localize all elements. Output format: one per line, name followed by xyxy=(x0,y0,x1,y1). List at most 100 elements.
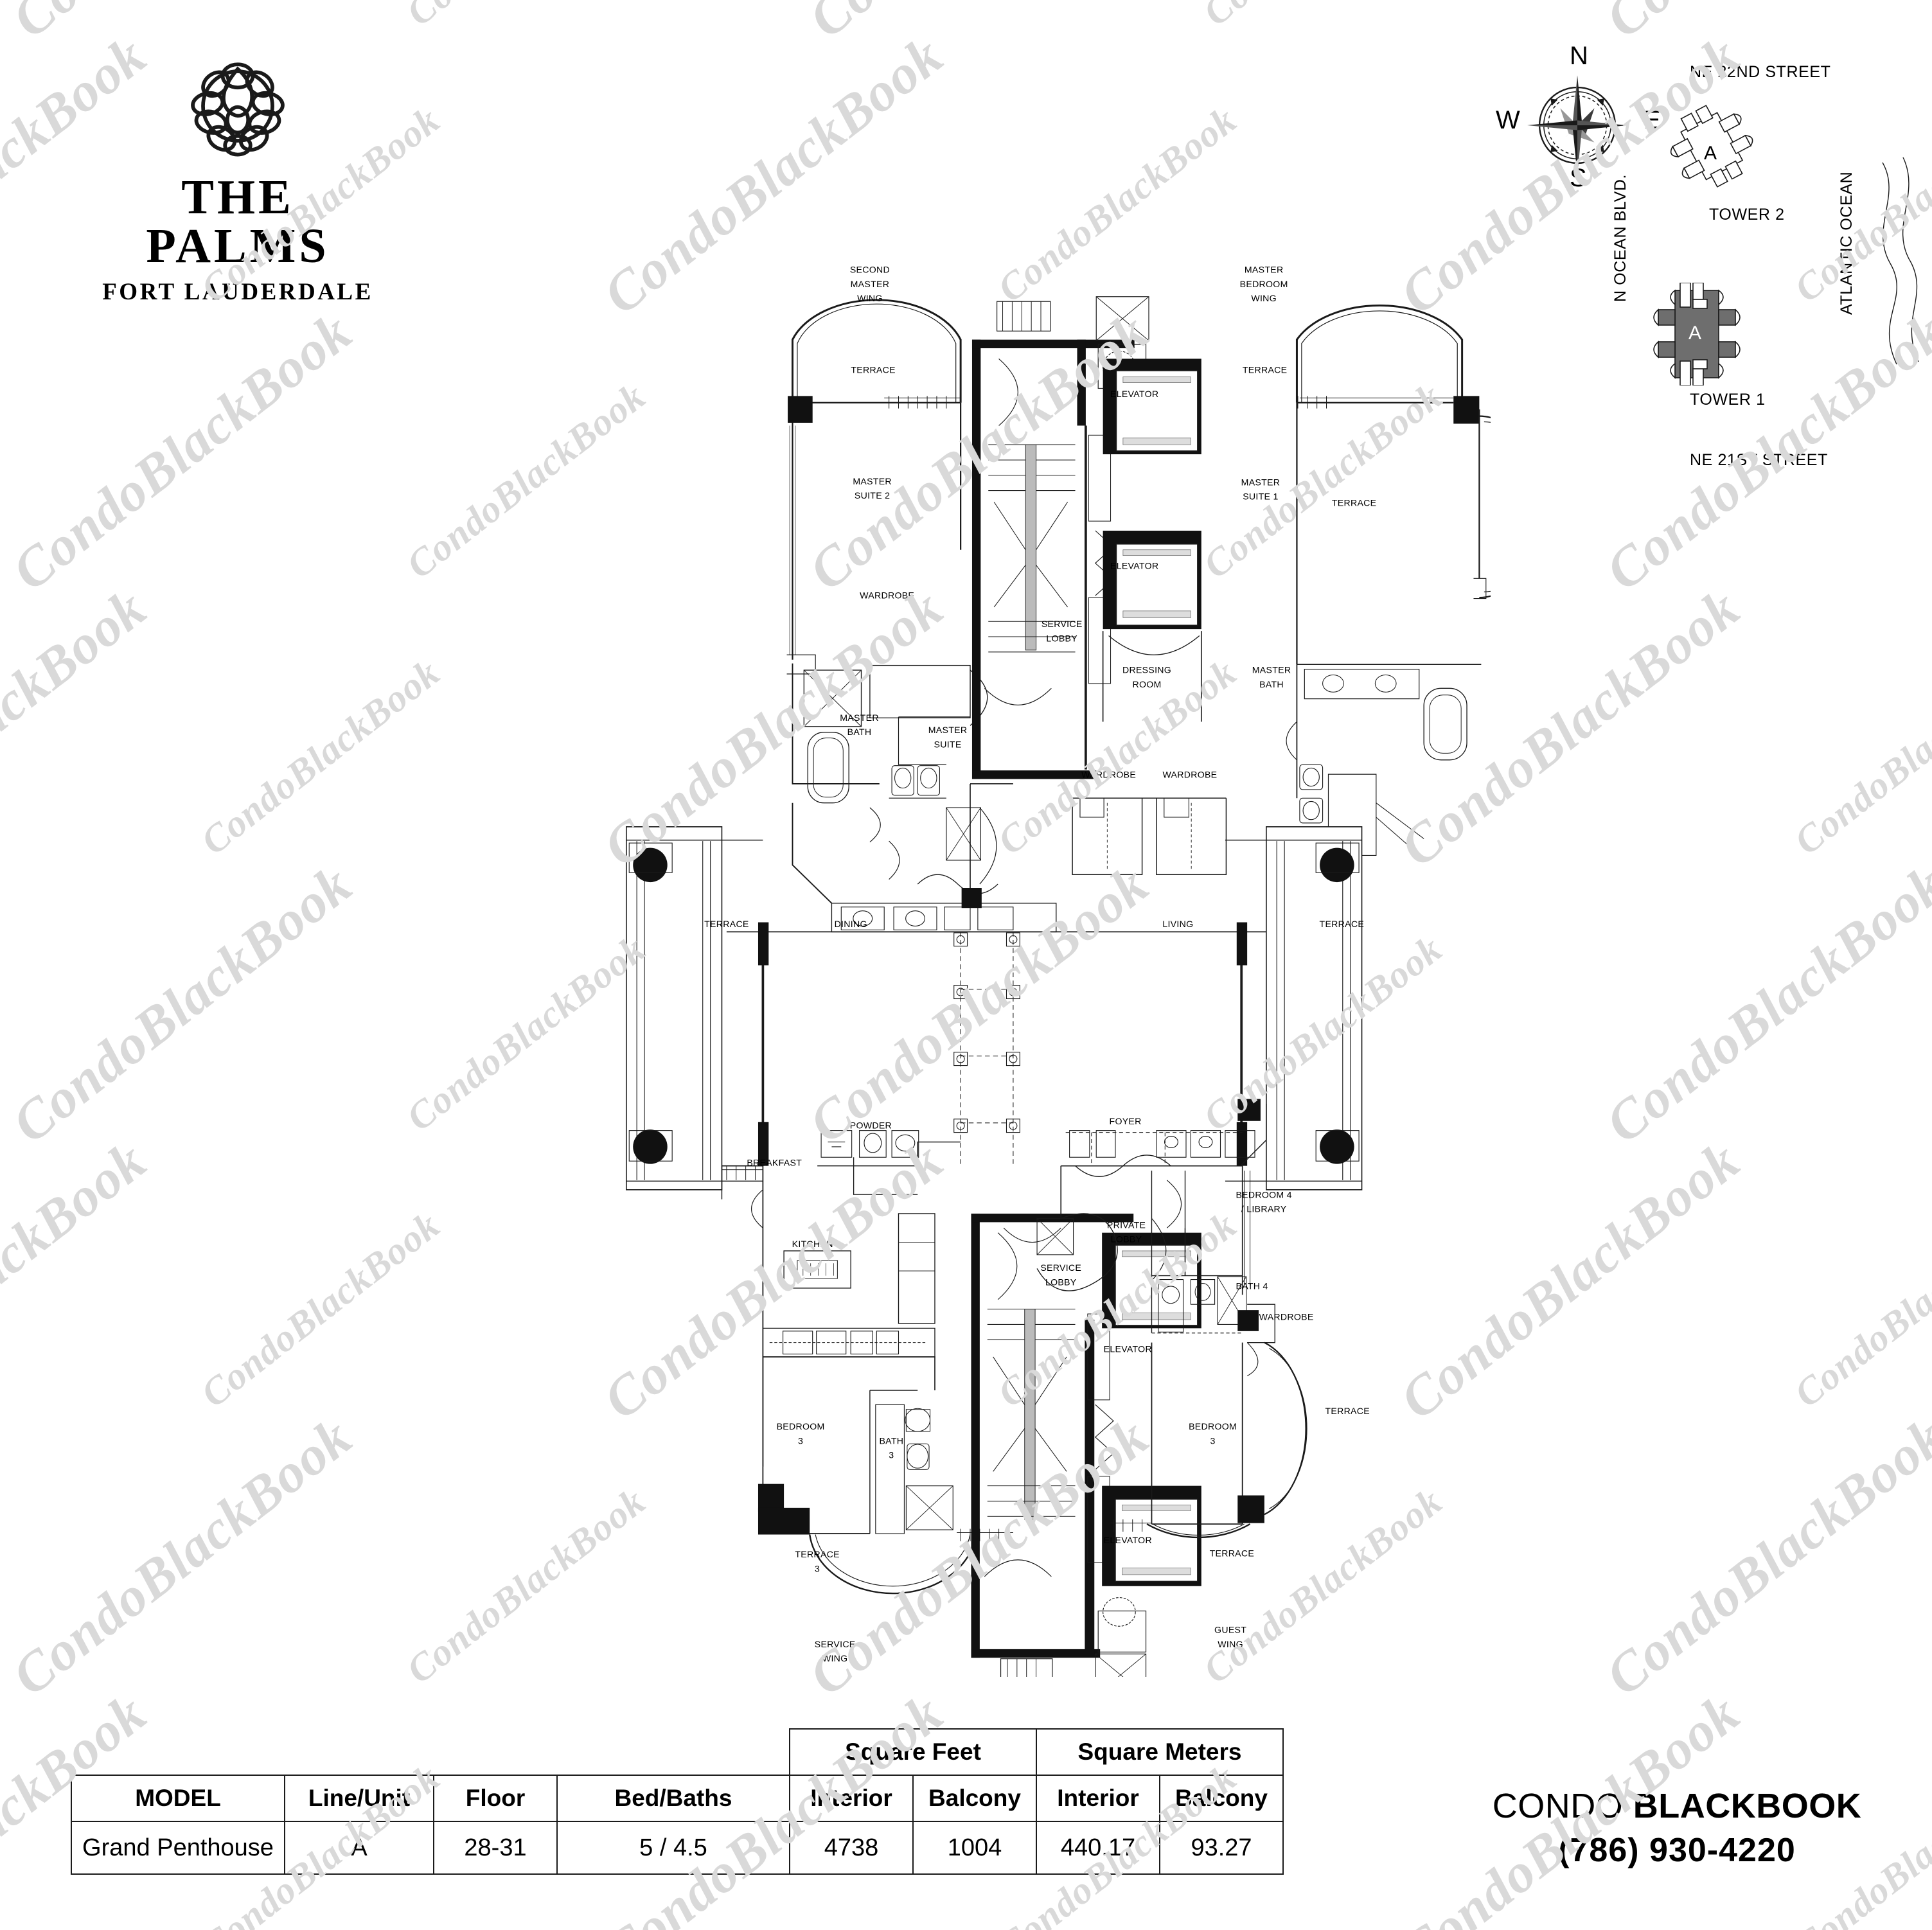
spec-col-model: MODEL xyxy=(71,1775,285,1822)
room-label-powder: POWDER xyxy=(850,1120,892,1131)
spec-col-floor: Floor xyxy=(433,1775,558,1822)
compass-west-label: W xyxy=(1496,106,1520,134)
watermark-text: CondoBlackBook xyxy=(1,1405,363,1708)
brand-logo: THE PALMS FORT LAUDERDALE xyxy=(84,48,392,306)
watermark-text: CondoBlackBook xyxy=(1,300,363,603)
tower-1-label: TOWER 1 xyxy=(1690,391,1766,409)
compass-rose-icon xyxy=(1527,75,1627,175)
spec-group-spacer xyxy=(71,1729,790,1775)
spec-col-line-unit: Line/Unit xyxy=(284,1775,434,1822)
spec-table-row: Grand Penthouse A 28-31 5 / 4.5 4738 100… xyxy=(71,1821,1284,1875)
spec-value-sqm-balcony: 93.27 xyxy=(1159,1821,1284,1875)
spec-group-square-feet: Square Feet xyxy=(789,1728,1037,1776)
water-label-atlantic-ocean: ATLANTIC OCEAN xyxy=(1838,171,1856,315)
spec-col-bed-baths: Bed/Baths xyxy=(556,1775,790,1822)
room-label-terrace-e-upper: TERRACE xyxy=(1332,497,1377,508)
unit-spec-table: Square Feet Square Meters MODEL Line/Uni… xyxy=(71,1728,1284,1875)
room-label-living: LIVING xyxy=(1162,919,1193,929)
watermark-text: CondoBlackBook xyxy=(1,853,363,1155)
spec-value-floor: 28-31 xyxy=(433,1821,558,1875)
room-label-breakfast: BREAKFAST xyxy=(747,1158,802,1168)
street-label-south: NE 21ST STREET xyxy=(1690,451,1828,469)
room-label-terrace-nw: TERRACE xyxy=(851,365,896,375)
condo-blackbook-phone: (786) 930-4220 xyxy=(1558,1832,1796,1869)
spec-col-sqm-balcony: Balcony xyxy=(1159,1775,1284,1822)
site-key-map: N S W E NE 22ND STREET NE 21ST STREET N … xyxy=(1496,42,1919,482)
tower-1-plan-icon xyxy=(1653,283,1741,385)
watermark-text: CondoBlackBook xyxy=(0,576,157,879)
watermark-text: CondoBlackBook xyxy=(193,1203,448,1415)
spec-col-sqm-interior: Interior xyxy=(1036,1775,1160,1822)
watermark-text: CondoBlackBook xyxy=(0,1129,157,1431)
pinecone-rosette-logo-icon xyxy=(191,62,285,157)
tower-2-unit-letter: A xyxy=(1704,143,1717,164)
spec-col-sqft-balcony: Balcony xyxy=(912,1775,1037,1822)
room-label-wardrobe-c2: WARDROBE xyxy=(1162,769,1217,779)
street-label-north: NE 22ND STREET xyxy=(1690,63,1831,81)
spec-table-header-row: MODEL Line/Unit Floor Bed/Baths Interior… xyxy=(71,1775,1284,1822)
watermark-text: CondoBlackBook xyxy=(398,0,654,35)
room-label-kitchen: KITCHEN xyxy=(792,1239,833,1249)
brand-title: THE PALMS xyxy=(146,170,330,273)
room-label-foyer: FOYER xyxy=(1110,1116,1142,1126)
tower-2-label: TOWER 2 xyxy=(1709,206,1785,224)
condo-blackbook-name: CONDO BLACKBOOK xyxy=(1452,1786,1902,1826)
watermark-text: CondoBlackBook xyxy=(1594,1405,1932,1708)
tower-1-unit-letter: A xyxy=(1688,323,1702,344)
spec-value-sqft-balcony: 1004 xyxy=(912,1821,1037,1875)
watermark-text: CondoBlackBook xyxy=(1786,1203,1932,1415)
spec-value-sqm-interior: 440.17 xyxy=(1036,1821,1160,1875)
spec-table-group-header-row: Square Feet Square Meters xyxy=(71,1728,1284,1776)
room-label-bath-4: BATH 4 xyxy=(1236,1280,1268,1291)
watermark-text: CondoBlackBook xyxy=(1593,0,1932,51)
compass-east-label: E xyxy=(1644,106,1661,134)
watermark-text: CondoBlackBook xyxy=(1195,0,1451,35)
room-label-wardrobe-nw: WARDROBE xyxy=(860,590,914,601)
room-label-terrace-se: TERRACE xyxy=(1210,1548,1255,1559)
spec-group-square-meters: Square Meters xyxy=(1036,1728,1284,1776)
room-label-dining: DINING xyxy=(835,919,867,929)
spec-value-sqft-interior: 4738 xyxy=(789,1821,914,1875)
watermark-text: CondoBlackBook xyxy=(1786,651,1932,863)
spec-value-model: Grand Penthouse xyxy=(71,1821,285,1875)
ocean-waves-icon xyxy=(1882,157,1919,365)
room-label-terrace-e: TERRACE xyxy=(1320,919,1365,929)
condo-blackbook-name-part2: BLACKBOOK xyxy=(1633,1787,1862,1825)
spec-value-bed-baths: 5 / 4.5 xyxy=(556,1821,790,1875)
watermark-text: CondoBlackBook xyxy=(1594,853,1932,1155)
tower-2-plan-icon xyxy=(1670,105,1753,188)
condo-blackbook-name-part1: CONDO xyxy=(1492,1787,1624,1825)
room-label-terrace-w: TERRACE xyxy=(704,919,749,929)
compass-north-label: N xyxy=(1570,42,1588,70)
spec-col-sqft-interior: Interior xyxy=(789,1775,914,1822)
room-label-wardrobe-se: WARDROBE xyxy=(1259,1312,1314,1322)
condo-blackbook-branding: CONDO BLACKBOOK (786) 930-4220 xyxy=(1452,1786,1902,1870)
room-label-bedroom-4-library: BEDROOM 4/ LIBRARY xyxy=(1236,1189,1291,1214)
room-label-elevator-n1: ELEVATOR xyxy=(1110,389,1158,399)
brand-subtitle: FORT LAUDERDALE xyxy=(102,279,373,305)
watermark-text: CondoBlackBook xyxy=(0,0,364,51)
compass-south-label: S xyxy=(1570,164,1587,192)
room-label-elevator-n2: ELEVATOR xyxy=(1110,560,1158,571)
room-label-terrace-se-upper: TERRACE xyxy=(1325,1406,1370,1416)
watermark-text: CondoBlackBook xyxy=(193,651,448,863)
road-label-ocean-blvd: N OCEAN BLVD. xyxy=(1611,173,1629,302)
room-label-terrace-ne: TERRACE xyxy=(1243,365,1288,375)
